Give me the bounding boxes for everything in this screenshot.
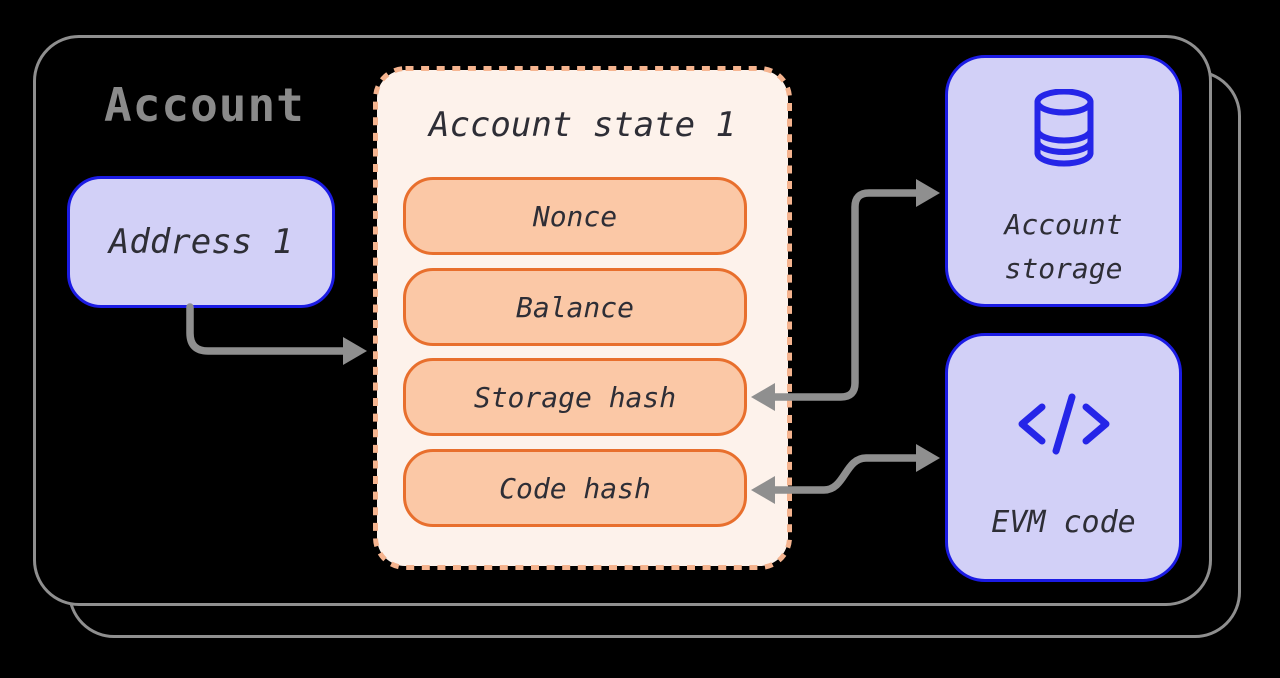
account-state-title: Account state 1: [428, 105, 737, 145]
address-box: Address 1: [67, 176, 335, 308]
field-label-storage-hash: Storage hash: [473, 380, 677, 414]
evm-code-label: EVM code: [991, 505, 1136, 540]
field-pill-balance: Balance: [403, 268, 747, 346]
evm-code-box: EVM code: [945, 333, 1182, 582]
account-card-title: Account: [104, 78, 305, 132]
field-label-balance: Balance: [515, 290, 634, 324]
field-pill-code-hash: Code hash: [403, 449, 747, 527]
field-pill-nonce: Nonce: [403, 177, 747, 255]
address-label: Address 1: [108, 222, 294, 262]
field-label-code-hash: Code hash: [499, 471, 651, 505]
database-icon: [1034, 89, 1093, 167]
field-pill-storage-hash: Storage hash: [403, 358, 747, 436]
account-storage-box: Account storage: [945, 55, 1182, 307]
account-storage-label: Account storage: [1004, 208, 1123, 285]
field-label-nonce: Nonce: [532, 199, 618, 233]
code-icon: [1018, 393, 1109, 455]
